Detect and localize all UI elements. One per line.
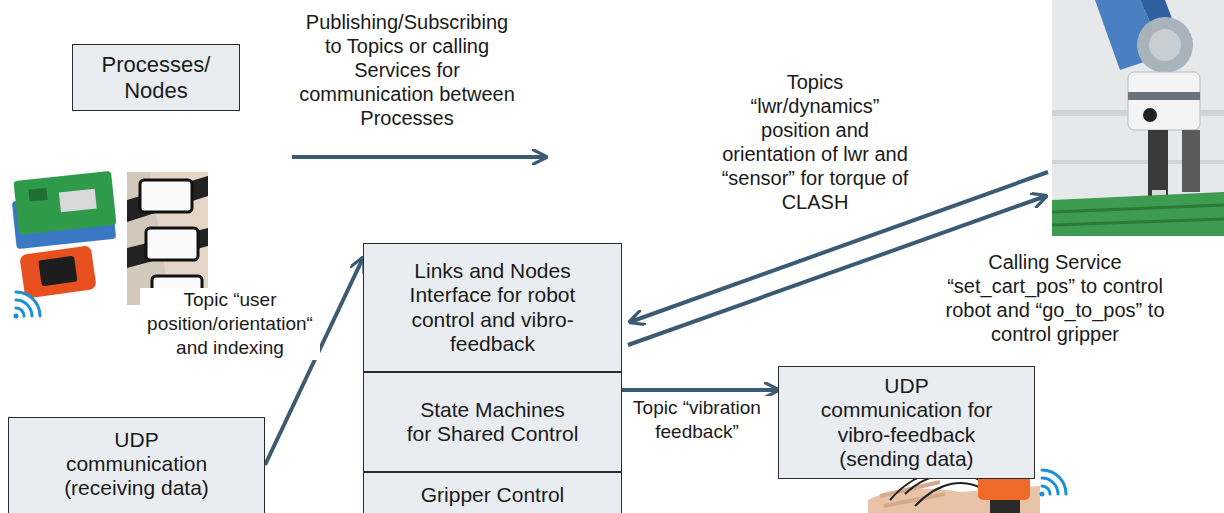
robot-photo-part	[1149, 29, 1181, 61]
hand-photo-part	[990, 500, 1020, 513]
robot-photo-part	[1052, 0, 1224, 236]
edge-label: Topic “vibration feedback”	[622, 396, 772, 444]
udp-send-box: UDP communication for vibro-feedback (se…	[778, 366, 1035, 479]
bracelet-photo-part	[146, 228, 198, 260]
state-machine-box: State Machines for Shared Control	[363, 372, 622, 472]
wifi-symbol-part	[1042, 486, 1050, 494]
robot-photo-part	[1148, 130, 1168, 200]
wifi-symbol-part	[1042, 470, 1066, 494]
edge-label: Topic “user position/orientation“ and in…	[140, 288, 320, 360]
robot-photo-part	[1128, 72, 1200, 130]
wifi-symbol-part	[1042, 478, 1058, 494]
sensor-boards	[12, 171, 117, 299]
wifi-symbol	[1040, 470, 1067, 497]
legend-box: Processes/ Nodes	[72, 44, 240, 111]
robot-photo-part	[1052, 205, 1224, 212]
sensor-boards-part	[13, 171, 116, 235]
udp-receive-box: UDP communication (receiving data)	[8, 417, 265, 513]
robot-photo-part	[1052, 219, 1224, 225]
explanation-arrow-part	[292, 155, 546, 159]
annotation-text: Publishing/Subscribing to Topics or call…	[296, 10, 518, 130]
annotation-text: Topics “lwr/dynamics” position and orien…	[720, 70, 910, 214]
bracelet-photo-part	[140, 180, 192, 212]
box-text: Gripper Control	[421, 483, 565, 507]
box-text: UDP communication for vibro-feedback (se…	[812, 374, 1002, 471]
robot-photo-part	[1182, 130, 1200, 192]
bracelet-photo-part	[127, 228, 208, 268]
box-text: Processes/ Nodes	[86, 52, 226, 103]
robot-photo-part	[1137, 17, 1193, 73]
box-text: State Machines for Shared Control	[407, 398, 579, 446]
wifi-symbol-part	[14, 314, 19, 319]
sensor-boards-part	[38, 256, 77, 287]
hand-photo-part	[915, 483, 985, 506]
box-text: UDP communication (receiving data)	[57, 428, 217, 500]
annotation-text: Calling Service “set_cart_pos” to contro…	[925, 250, 1185, 346]
hand-photo-part	[880, 482, 945, 506]
wifi-symbol-part	[16, 300, 32, 316]
gripper-box: Gripper Control	[363, 472, 622, 513]
wifi-symbol-part	[16, 292, 40, 316]
wifi-symbol-part	[16, 308, 24, 316]
robot-photo-part	[1052, 192, 1224, 236]
interface-box: Links and Nodes Interface for robot cont…	[363, 243, 622, 372]
bracelet-photo-part	[127, 176, 208, 222]
explanation-arrow	[292, 157, 546, 158]
bracelet-photo-part	[127, 172, 208, 305]
wifi-symbol	[14, 292, 41, 319]
sensor-boards-part	[59, 189, 97, 213]
sensor-boards-part	[19, 245, 96, 299]
robot-photo	[1052, 0, 1224, 236]
robot-photo-part	[1128, 92, 1200, 100]
sensor-boards-part	[28, 188, 47, 202]
connector-arrow	[622, 388, 778, 392]
robot-photo-part	[1143, 108, 1157, 122]
wifi-symbol-part	[1040, 492, 1045, 497]
bracelet-photo	[127, 172, 208, 305]
box-text: Links and Nodes Interface for robot cont…	[388, 259, 598, 356]
